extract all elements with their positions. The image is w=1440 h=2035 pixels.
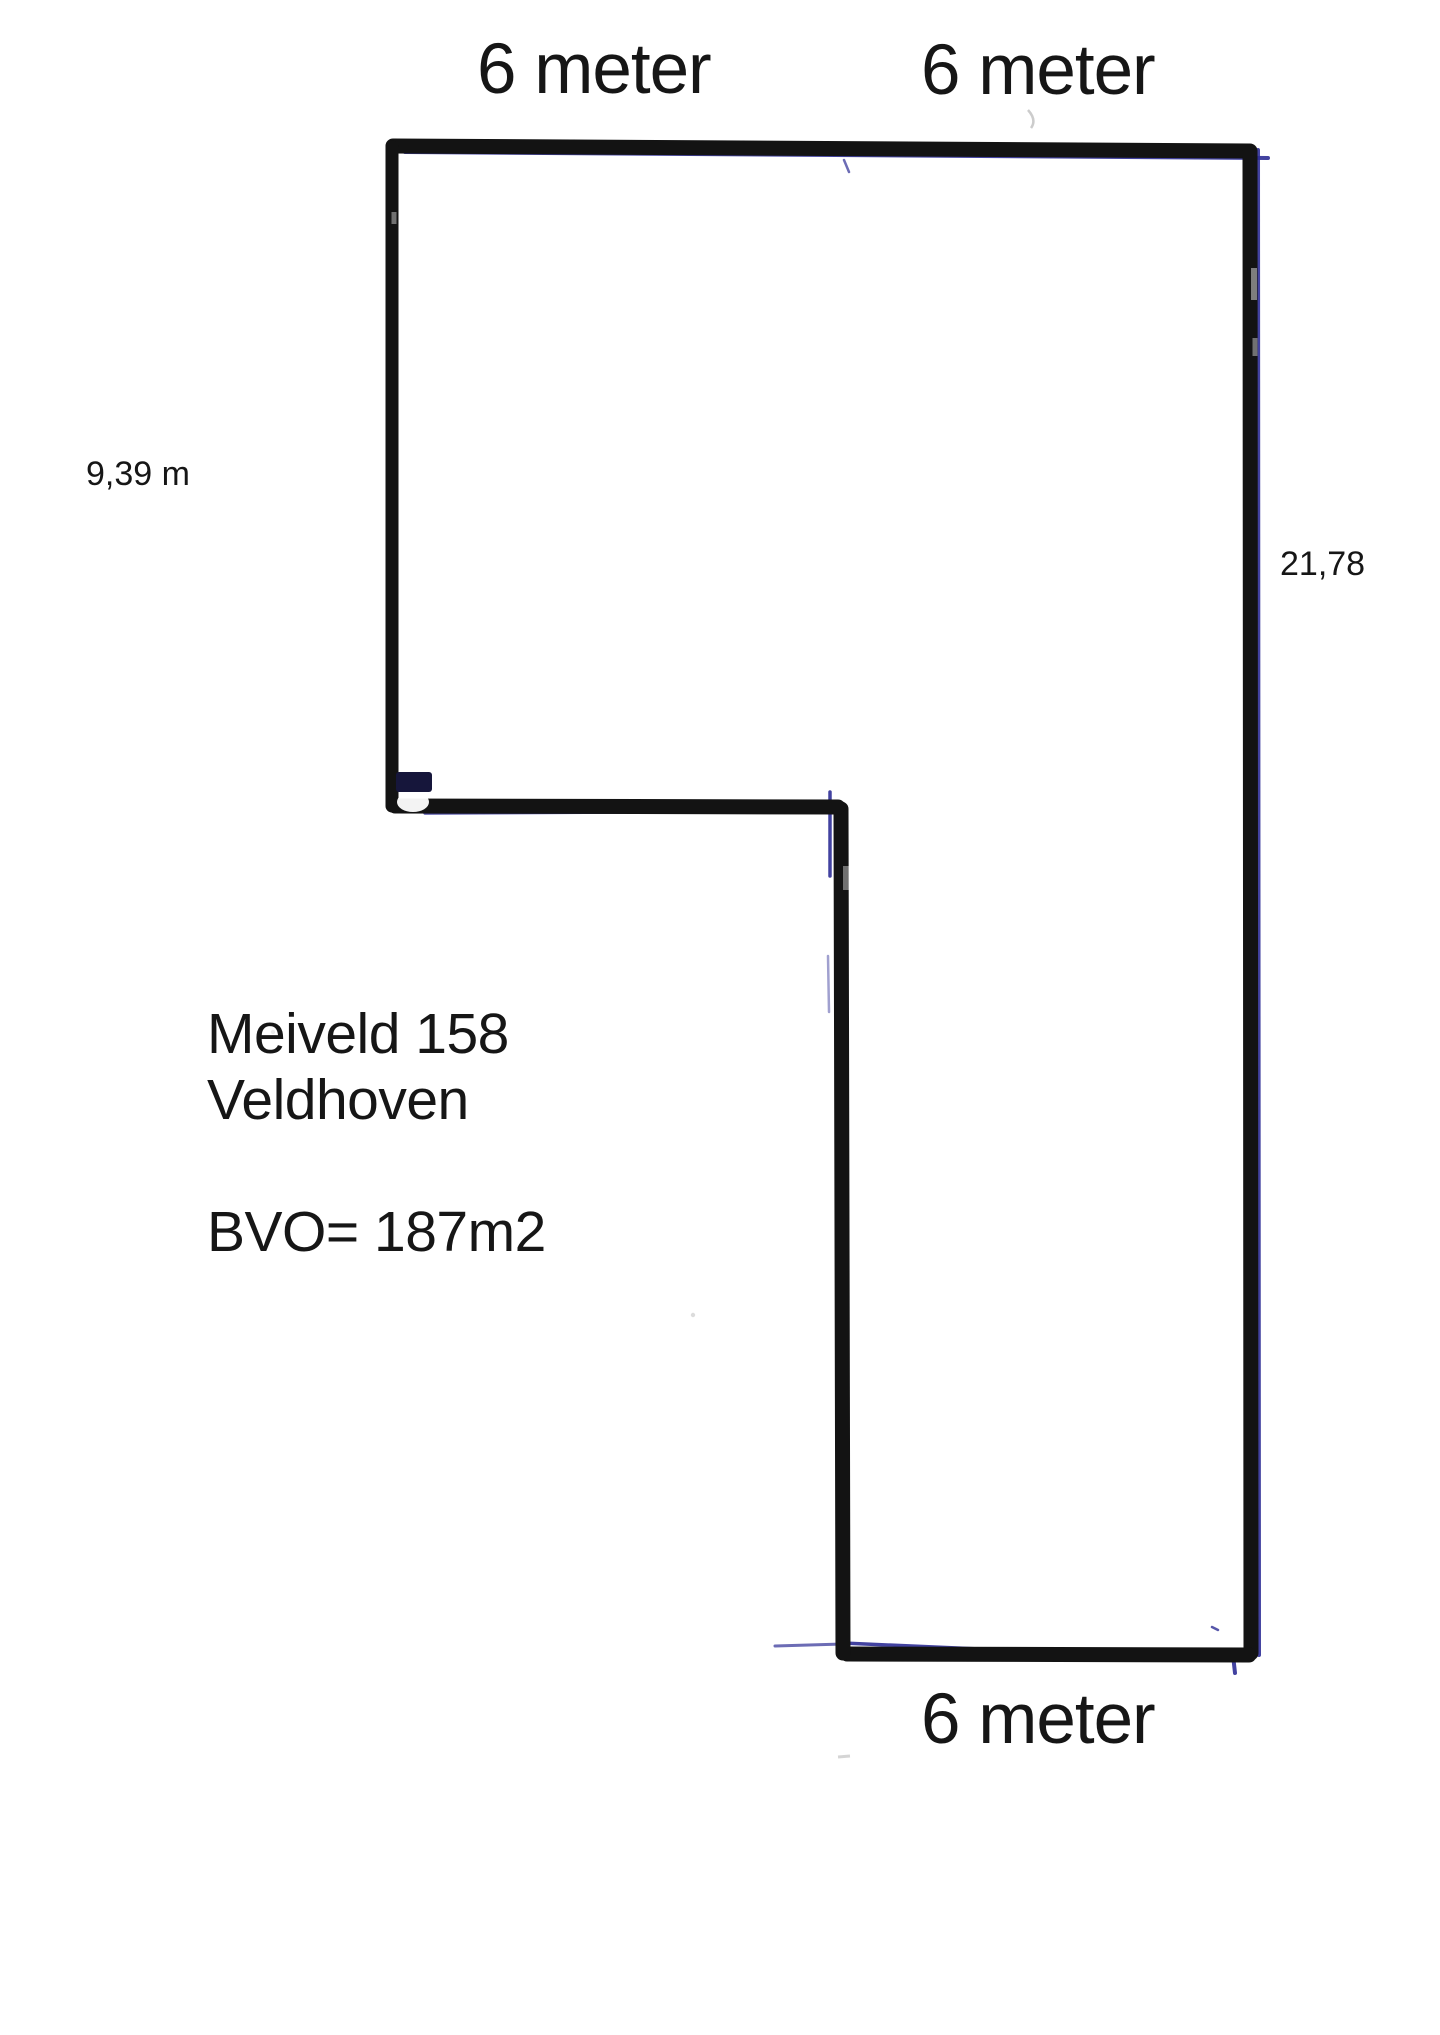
wall-middle-horizontal-line (387, 798, 846, 815)
marker-gap-corner (397, 792, 429, 812)
annotation-area-line: BVO= 187m2 (207, 1200, 546, 1264)
pen-speck-bottom-right (1210, 1625, 1220, 1632)
pen-tick-top-middle (842, 158, 851, 174)
wall-top-line (385, 138, 1258, 159)
wall-bottom-line (839, 1646, 1257, 1663)
wall-right-line (1242, 144, 1259, 1661)
annotation-block: Meiveld 158 Veldhoven BVO= 187m2 (207, 1001, 546, 1265)
scan-squiggle-top (1027, 109, 1035, 129)
scan-speck-2 (270, 1029, 276, 1035)
wall-middle-vertical-line (833, 801, 851, 1661)
scan-speck-1 (690, 1312, 696, 1318)
dimension-label-right-height: 21,78 (1280, 545, 1366, 583)
pen-line-middle-vertical-faint (826, 954, 831, 1014)
dimension-label-top-left: 6 meter (477, 30, 712, 109)
annotation-address-line: Meiveld 158 (207, 1002, 509, 1066)
pen-line-right (1256, 148, 1261, 1657)
dimension-label-bottom: 6 meter (921, 1680, 1156, 1759)
pen-overshoot-bottom-left (773, 1642, 845, 1648)
annotation-city-line: Veldhoven (207, 1068, 469, 1132)
scan-dash-bottom (837, 1754, 851, 1759)
dimension-label-top-right: 6 meter (921, 31, 1156, 110)
dimension-label-left-height: 9,39 m (86, 455, 190, 493)
door-stub-mark (396, 772, 432, 792)
